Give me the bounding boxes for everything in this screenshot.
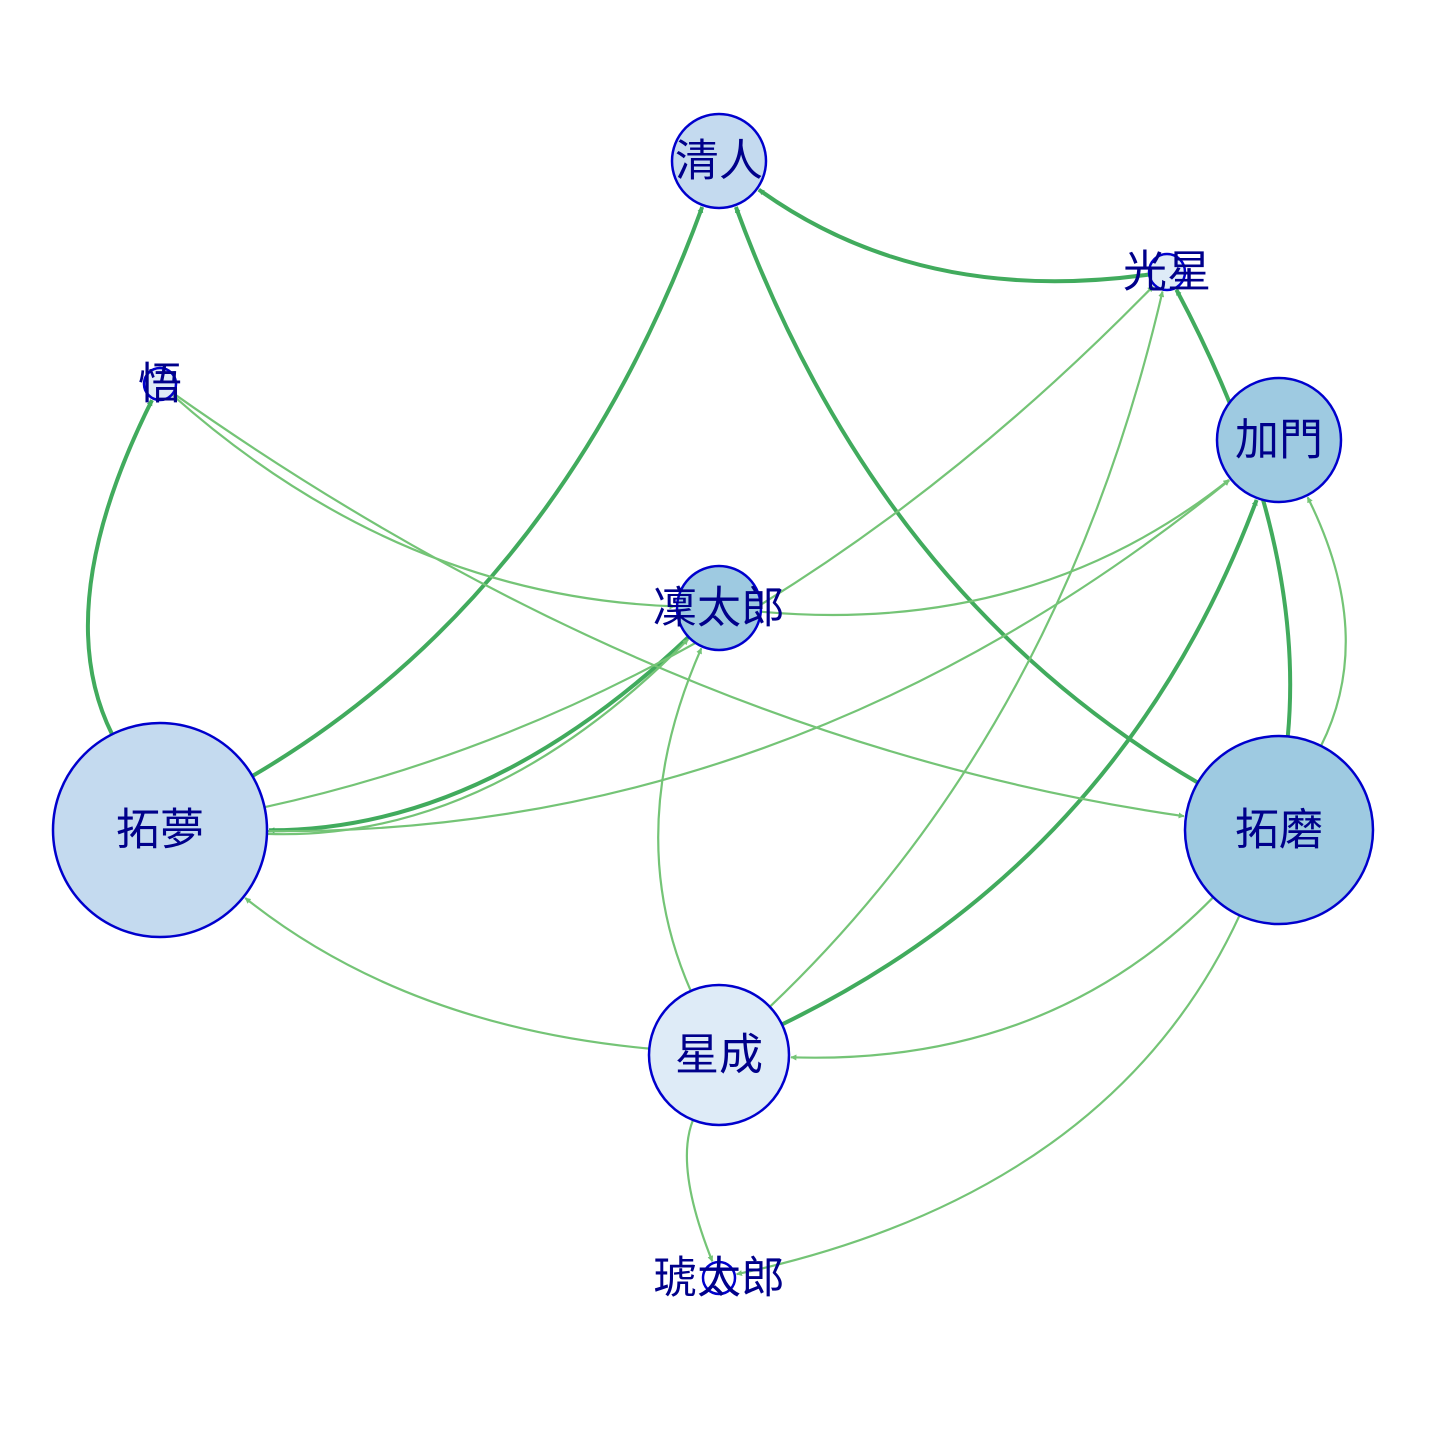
edge-takuma-to-kiyoto: [734, 206, 1199, 785]
node-label-kosei: 光星: [1123, 247, 1211, 298]
node-circle-seina: [647, 983, 791, 1127]
edge-rintaro-to-takumu: [268, 635, 690, 834]
edge-seina-to-rintaro: [657, 647, 703, 992]
node-circle-takumu: [51, 721, 269, 939]
edge-takumu-to-kiyoto: [251, 206, 705, 778]
node-kiyoto[interactable]: 清人: [670, 112, 768, 210]
node-label-seina: 星成: [675, 1030, 763, 1081]
node-label-kotaro: 琥太郎: [653, 1253, 785, 1304]
node-rintaro[interactable]: 凜太郎: [653, 564, 785, 652]
node-takuma[interactable]: 拓磨: [1183, 734, 1375, 926]
node-satoru[interactable]: 悟: [138, 359, 182, 410]
node-kosei[interactable]: 光星: [1123, 247, 1211, 298]
edge-takuma-to-kamon: [1306, 496, 1347, 747]
edge-seina-to-kosei: [769, 290, 1165, 1008]
edge-satoru-to-takuma: [172, 392, 1185, 819]
node-circle-takuma: [1183, 734, 1375, 926]
node-circle-kamon: [1215, 376, 1343, 504]
node-circle-rintaro: [675, 564, 763, 652]
node-label-kiyoto: 清人: [675, 136, 763, 187]
node-label-takuma: 拓磨: [1235, 805, 1323, 856]
node-circle-satoru: [142, 366, 178, 402]
node-kotaro[interactable]: 琥太郎: [653, 1253, 785, 1304]
node-kamon[interactable]: 加門: [1215, 376, 1343, 504]
node-label-rintaro: 凜太郎: [653, 583, 785, 634]
node-circle-kosei: [1147, 252, 1187, 292]
edge-kosei-to-kiyoto: [757, 187, 1150, 284]
node-seina[interactable]: 星成: [647, 983, 791, 1127]
node-label-kamon: 加門: [1235, 415, 1323, 466]
edge-takumu-to-rintaro: [266, 638, 689, 836]
edge-satoru-to-rintaro: [171, 393, 676, 610]
edge-takumu-to-kamon: [266, 479, 1230, 833]
edge-takuma-to-kotaro: [736, 914, 1241, 1277]
edge-rintaro-to-kamon: [760, 478, 1230, 617]
edge-takuma-to-seina: [790, 896, 1215, 1061]
node-takumu[interactable]: 拓夢: [51, 721, 269, 939]
edge-seina-to-takumu: [244, 897, 650, 1050]
edge-takumu-to-kosei: [264, 285, 1154, 809]
edge-takumu-to-satoru: [85, 399, 154, 736]
edge-takuma-to-kosei: [1174, 288, 1293, 737]
node-circle-kotaro: [701, 1260, 737, 1296]
node-circle-kiyoto: [670, 112, 768, 210]
edge-seina-to-kotaro: [685, 1119, 714, 1262]
node-label-takumu: 拓夢: [116, 805, 204, 856]
edges-layer: [85, 187, 1347, 1277]
edge-seina-to-kamon: [781, 499, 1259, 1027]
node-label-satoru: 悟: [138, 359, 182, 410]
